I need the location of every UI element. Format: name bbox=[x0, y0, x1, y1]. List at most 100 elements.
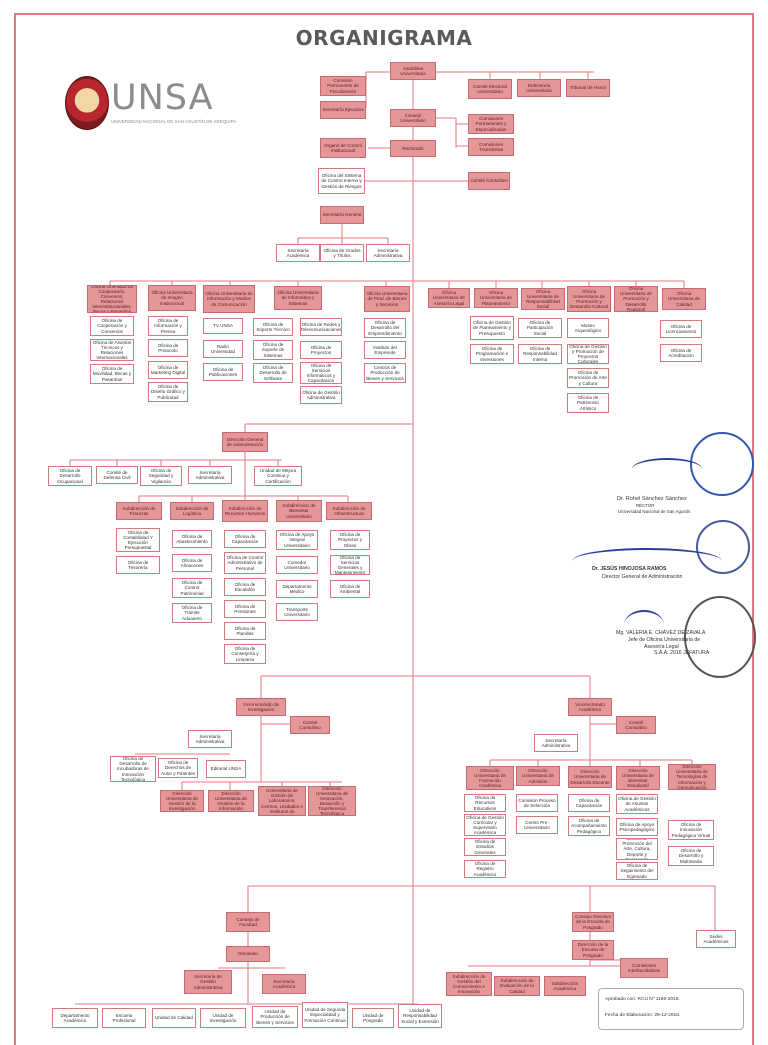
box-sec-administrativa-inv: Secretaría Administrativa bbox=[188, 730, 232, 748]
seal-administracion-icon bbox=[696, 520, 750, 574]
box-ou-medios: Oficina Universitaria de Información y M… bbox=[203, 285, 255, 313]
box-comisiones-inter: Comisiones Interfacultativas bbox=[620, 958, 668, 978]
box-of-almacenes: Oficina de Almacenes bbox=[172, 554, 212, 572]
box-du-estudiantil: Dirección Universitaria de Bienestar Est… bbox=[616, 766, 660, 790]
box-of-desarrollo-sw: Oficina de Desarrollo de Software bbox=[253, 363, 293, 383]
box-of-patrimonio: Oficina de Patrimonio Artístico bbox=[567, 393, 609, 413]
signature-3-name: Mg. VALERIA E. CHÁVEZ DE ZAVALA bbox=[616, 630, 706, 636]
box-of-acreditacion: Oficina de Acreditación bbox=[660, 344, 702, 362]
box-of-recursos: Oficina de Recursos Educativos bbox=[464, 794, 506, 812]
box-depto-medico: Departamento Médico bbox=[276, 580, 318, 598]
box-of-servicios-gen: Oficina de Servicios Generales y Manteni… bbox=[330, 555, 370, 575]
box-of-desarrollo-ocup: Oficina de Desarrollo Ocupacional bbox=[48, 466, 92, 486]
box-of-soporte-sistemas: Oficina de Soporte de Sistemas bbox=[253, 340, 293, 360]
box-ou-informatica: Oficina Universitaria de Informática y S… bbox=[274, 286, 322, 310]
box-ou-imagen: Oficina Universitaria de Imagen Instituc… bbox=[148, 285, 196, 311]
logo-subtitle: UNIVERSIDAD NACIONAL DE SAN AGUSTÍN DE A… bbox=[111, 119, 237, 124]
signature-3-role-2: Asesoría Legal bbox=[644, 644, 679, 650]
box-transporte: Transporte Universitario bbox=[276, 603, 318, 621]
box-of-promocion-arte: Oficina de Promoción de Arte y Cultura bbox=[567, 368, 609, 388]
box-sub-bienestar: Subdirección de Bienestar Universitario bbox=[276, 500, 322, 522]
box-oficina-orientada: Oficina Orientada de Cooperación, Conven… bbox=[87, 285, 137, 313]
box-of-seguridad: Oficina de Seguridad y Vigilancia bbox=[140, 466, 182, 486]
box-of-asuntos-ac: Oficina de Gestión de Asuntos Académicos bbox=[616, 794, 658, 814]
box-of-innov-ped: Oficina de Innovación Pedagógica Virtual bbox=[668, 820, 714, 840]
box-comite-consultivo-ac: Comité Consultivo bbox=[616, 716, 656, 734]
box-of-servicios: Oficina de Servicios Informáticos y Capa… bbox=[300, 362, 342, 384]
box-oficina-grados: Oficina de Grados y Títulos bbox=[320, 244, 364, 262]
box-sub-gestion-calidad: Subdirección de Gestión del Conocimiento… bbox=[446, 972, 492, 996]
box-of-cooperacion: Oficina de Cooperación y Convenios bbox=[90, 316, 134, 336]
box-of-apoyo: Oficina de Apoyo Integral Universitario bbox=[276, 530, 318, 550]
box-du-formacion: Dirección Universitaria de Formación Aca… bbox=[466, 766, 514, 790]
box-of-derechos: Oficina de Derechos de Autor y Patentes bbox=[158, 758, 198, 778]
box-oficina-sistema: Oficina del Sistema de Control Interno y… bbox=[318, 168, 365, 194]
box-of-contabilidad: Oficina de Contabilidad Y Ejecución Pres… bbox=[116, 528, 160, 552]
box-ou-responsabilidad: Oficina Universitaria de Responsabilidad… bbox=[521, 288, 565, 310]
box-of-gestion-cultural: Oficina de Gestión y Promoción de Proyec… bbox=[567, 344, 609, 364]
box-of-apoyo-psico: Oficina de Apoyo Psicopedagógico bbox=[616, 818, 658, 836]
box-vr-investigacion: Vicerrectorado de Investigación bbox=[236, 698, 286, 716]
box-tribunal: Tribunal de Honor bbox=[566, 79, 610, 97]
signature-1-org: Universidad Nacional de San Agustín bbox=[618, 509, 691, 514]
box-sec-academica: Secretaría Académica bbox=[276, 244, 320, 262]
box-of-ambiental: Oficina de Ambiental bbox=[330, 580, 370, 598]
box-escuela-prof: Escuela Profesional bbox=[102, 1008, 146, 1028]
box-consejo-facultad: Consejo de Facultad bbox=[226, 912, 270, 932]
box-centro-pre: Centro Pre-Universitario bbox=[516, 816, 558, 834]
box-of-planillas: Oficina de Planillas bbox=[224, 622, 266, 640]
box-comisiones-transitorias: Comisiones Transitorias bbox=[468, 138, 514, 156]
box-sub-logistica: Subdirección de Logística bbox=[170, 502, 214, 520]
box-unidad-calidad: Unidad de Calidad bbox=[152, 1008, 196, 1028]
box-of-escalafon: Oficina de Escalafón bbox=[224, 578, 266, 596]
box-sec-administrativa-2: Secretaría Administrativa bbox=[188, 466, 232, 484]
box-comisiones-permanentes: Comisiones Permanentes y Especializadas bbox=[468, 114, 514, 134]
box-of-asuntos: Oficina de Asuntos Técnicos y Relaciones… bbox=[90, 339, 134, 361]
box-asamblea: Asamblea Universitaria bbox=[390, 62, 436, 80]
box-of-seguimiento: Oficina de Seguimiento del Egresado bbox=[616, 862, 658, 880]
box-sub-rrhh: Subdirección de Recursos Humanos bbox=[222, 500, 268, 522]
box-organo-control: Órgano de Control Institucional bbox=[320, 138, 366, 158]
box-unidad-produccion: Unidad de Producción de Bienes y Servici… bbox=[252, 1006, 298, 1028]
box-of-gestion-plan: Oficina de Gestión de Planeamiento y Pre… bbox=[470, 316, 514, 340]
signature-3-stamp: S.A.A. 2016 JEFATURA bbox=[654, 650, 710, 656]
box-comite-consultivo-inv: Comité Consultivo bbox=[290, 716, 330, 734]
box-unidad-resp: Unidad de Responsabilidad Social y Exten… bbox=[398, 1004, 442, 1028]
box-of-pensiones: Oficina de Pensiones bbox=[224, 600, 266, 618]
box-of-promocion-dep: Oficina de Promoción del Arte, Cultura, … bbox=[616, 838, 658, 860]
box-unidad-investigacion: Unidad de Investigación bbox=[200, 1008, 246, 1028]
box-of-participacion: Oficina de Participación Social bbox=[518, 318, 562, 338]
box-unidad-segunda: Unidad de Segunda Especialidad y Formaci… bbox=[302, 1002, 348, 1028]
signature-1-name: Dr. Rohel Sánchez Sánchez bbox=[617, 496, 687, 502]
box-of-acompanamiento: Oficina de Acompañamiento Pedagógico bbox=[568, 816, 610, 836]
signature-scribble-1-icon bbox=[632, 458, 702, 480]
box-comite-defensa: Comité de Defensa Civil bbox=[96, 466, 138, 484]
box-ou-asesoria: Oficina Universitaria de Asesoría Legal bbox=[428, 288, 470, 308]
box-of-capacitacion-doc: Oficina de Capacitación bbox=[568, 794, 610, 812]
box-of-control-adm: Oficina de Control Administrativo de Per… bbox=[224, 552, 266, 574]
box-sec-administrativa-ac: Secretaría Administrativa bbox=[534, 734, 578, 752]
box-comite-consultivo: Comité Consultivo bbox=[468, 172, 510, 190]
unsa-logo: UNSA UNIVERSIDAD NACIONAL DE SAN AGUSTÍN… bbox=[65, 76, 236, 130]
box-of-movilidad: Oficina de Movilidad, Becas y Pasantías bbox=[90, 364, 134, 384]
box-ou-prod-bienes: Oficina Universitaria de Prod. de Bienes… bbox=[364, 286, 410, 312]
box-of-desarrollo-emp: Oficina de Desarrollo del Emprendimiento bbox=[364, 318, 406, 338]
box-radio: Radio Universidad bbox=[203, 340, 243, 358]
box-comedor: Comedor Universitario bbox=[276, 556, 318, 574]
box-comision-fiscalizacion: Comisión Permanente de Fiscalización bbox=[320, 76, 366, 96]
approval-line-1: Aprobado con: RCU Nº 1156-2016. bbox=[605, 997, 680, 1002]
box-of-proyectos-obras: Oficina de Proyectos y Obras bbox=[330, 530, 370, 550]
box-sedes-academicas: Sedes Académicas bbox=[696, 930, 736, 948]
box-direccion-ges-info: Dirección Universitaria de Gestión de la… bbox=[208, 790, 254, 812]
box-comision-proceso: Comisión Proceso de Selección bbox=[516, 794, 558, 812]
box-unidad-mejora: Unidad de Mejora Continua y Certificació… bbox=[254, 466, 302, 486]
box-comite-electoral: Comité Electoral Universitario bbox=[468, 79, 512, 99]
box-of-gestion-adm: Oficina de Gestión Administrativa bbox=[300, 386, 342, 404]
box-of-marketing: Oficina de Marketing Digital bbox=[148, 361, 188, 379]
signature-scribble-3-icon bbox=[624, 610, 664, 640]
box-of-diseno: Oficina de Diseño Gráfico y Publicidad bbox=[148, 382, 188, 402]
box-decanato: Decanato bbox=[226, 946, 270, 962]
box-of-gestion-curricular: Oficina de Gestión Curricular y Supervis… bbox=[464, 814, 506, 836]
box-sub-finanzas: Subdirección de Finanzas bbox=[116, 502, 162, 520]
signature-scribble-2-icon bbox=[572, 548, 722, 574]
